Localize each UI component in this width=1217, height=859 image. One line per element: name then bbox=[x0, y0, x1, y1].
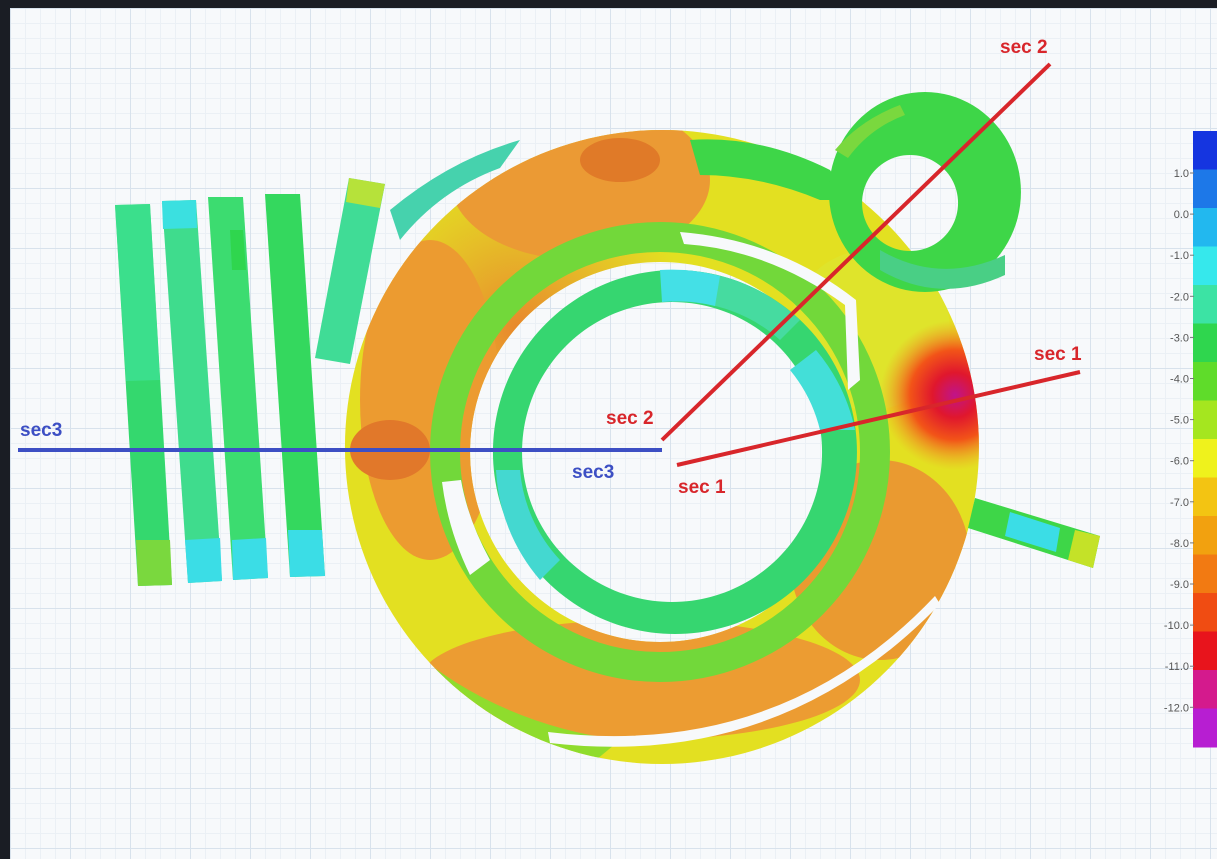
section-labels: sec 2 sec 1 sec 2 sec 1 sec3 sec3 bbox=[20, 37, 1082, 498]
sec3-origin-label: sec3 bbox=[572, 462, 614, 483]
top-bridge bbox=[390, 139, 850, 240]
legend-swatch bbox=[1193, 169, 1217, 209]
legend-swatch bbox=[1193, 593, 1217, 632]
legend-tick-labels: 1.0 0.0 -1.0 -2.0 -3.0 -4.0 -5.0 -6.0 -7.0 -8.0 -9… bbox=[1164, 168, 1194, 714]
plot-area: sec 2 sec 1 sec 2 sec 1 sec3 sec3 1.0 0.0… bbox=[10, 8, 1217, 859]
legend-tick-label: -4.0 bbox=[1170, 374, 1189, 386]
legend-tick-label: -6.0 bbox=[1170, 456, 1189, 468]
section-lines bbox=[18, 62, 1081, 467]
legend-swatch bbox=[1193, 516, 1217, 555]
legend-swatch bbox=[1193, 285, 1217, 324]
contour-plot: sec 2 sec 1 sec 2 sec 1 sec3 sec3 1.0 0.0… bbox=[18, 37, 1217, 764]
right-arm bbox=[968, 498, 1100, 568]
legend-tick-label: -7.0 bbox=[1170, 497, 1189, 509]
vertical-strips bbox=[115, 178, 385, 586]
legend-swatch bbox=[1193, 477, 1217, 517]
legend-tick-label: 0.0 bbox=[1174, 209, 1189, 221]
legend-swatch bbox=[1193, 670, 1217, 709]
legend-tick-label: -5.0 bbox=[1170, 415, 1189, 427]
color-legend: 1.0 0.0 -1.0 -2.0 -3.0 -4.0 -5.0 -6.0 -7.0 -8.0 -9… bbox=[1164, 131, 1217, 748]
legend-tick-label: -9.0 bbox=[1170, 579, 1189, 591]
legend-swatch bbox=[1193, 554, 1217, 594]
lug-with-hole bbox=[828, 92, 1021, 292]
sec1-origin-label: sec 1 bbox=[678, 477, 726, 498]
legend-tick-label: -1.0 bbox=[1170, 250, 1189, 262]
sec1-line bbox=[676, 370, 1081, 467]
legend-tick-label: -12.0 bbox=[1164, 702, 1189, 714]
legend-tick-label: -2.0 bbox=[1170, 291, 1189, 303]
strip-5 bbox=[315, 178, 385, 364]
legend-swatch bbox=[1193, 439, 1217, 478]
legend-swatch bbox=[1193, 131, 1217, 170]
legend-tick-label: -8.0 bbox=[1170, 538, 1189, 550]
legend-tick-label: -10.0 bbox=[1164, 620, 1189, 632]
legend-swatch bbox=[1193, 631, 1217, 671]
legend-swatch bbox=[1193, 708, 1217, 748]
legend-swatch bbox=[1193, 246, 1217, 286]
main-ring bbox=[344, 130, 979, 764]
legend-swatch bbox=[1193, 323, 1217, 363]
legend-color-bar bbox=[1193, 131, 1217, 748]
sec2-line bbox=[660, 62, 1052, 442]
strip-3 bbox=[208, 197, 268, 580]
legend-tick-label: -11.0 bbox=[1165, 661, 1189, 673]
sec2-end-label: sec 2 bbox=[1000, 37, 1048, 58]
legend-tick-label: -3.0 bbox=[1170, 332, 1189, 344]
strip-4 bbox=[265, 194, 325, 577]
strip-2 bbox=[162, 200, 222, 583]
legend-swatch bbox=[1193, 400, 1217, 440]
legend-swatch bbox=[1193, 362, 1217, 401]
sec2-origin-label: sec 2 bbox=[606, 408, 654, 429]
legend-tick-label: 1.0 bbox=[1174, 168, 1189, 180]
sec3-end-label: sec3 bbox=[20, 420, 62, 441]
inner-ring bbox=[492, 269, 857, 634]
sec1-end-label: sec 1 bbox=[1034, 344, 1082, 365]
legend-swatch bbox=[1193, 208, 1217, 247]
